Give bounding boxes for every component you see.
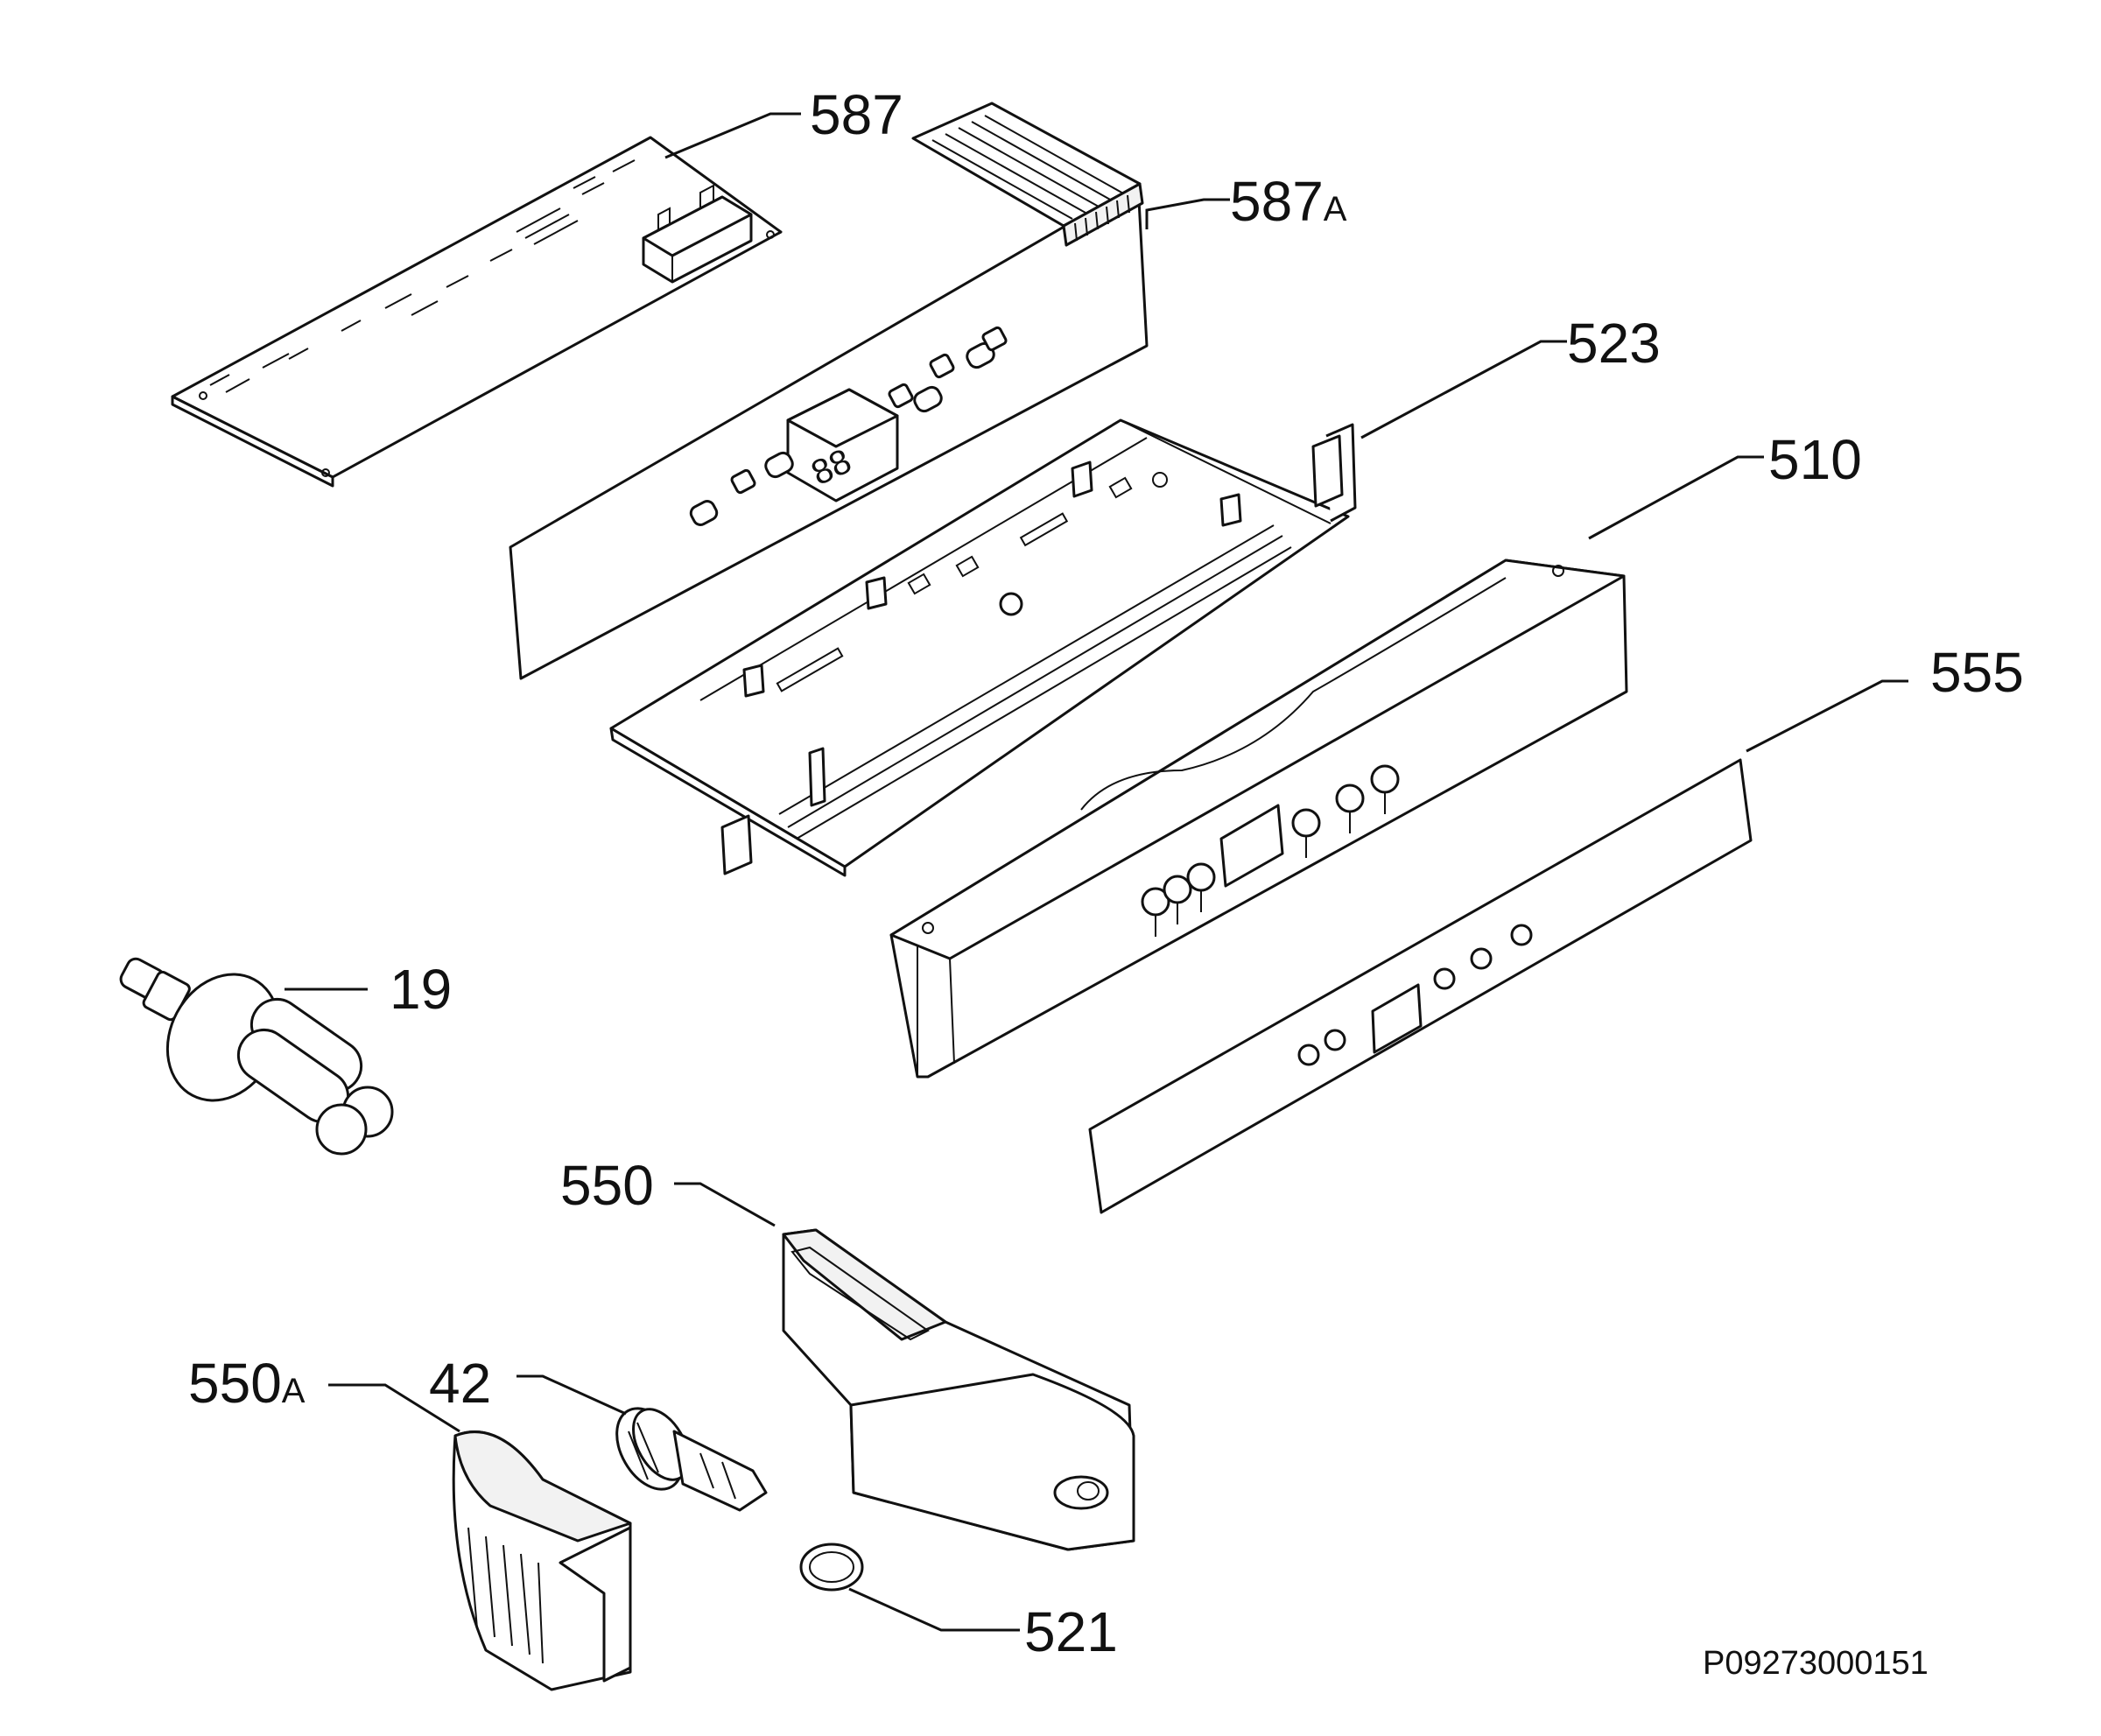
label-587: 587	[810, 83, 903, 146]
part-550-housing	[782, 1228, 1135, 1551]
leader-555	[1746, 679, 1908, 753]
leader-587a	[1145, 198, 1230, 229]
part-587a-display-board: 88	[509, 102, 1149, 680]
label-521: 521	[1024, 1600, 1118, 1663]
part-550a-end-cap	[452, 1430, 632, 1691]
leader-550	[674, 1182, 776, 1227]
drawing-code: P09273000151	[1703, 1645, 1929, 1682]
label-523: 523	[1567, 312, 1661, 375]
leader-523	[1360, 340, 1567, 439]
leader-42	[516, 1374, 627, 1416]
part-521-o-ring	[799, 1543, 864, 1592]
label-550: 550	[560, 1154, 654, 1217]
part-555-fascia	[1088, 758, 1753, 1214]
leader-550a	[328, 1383, 460, 1433]
leader-510	[1588, 455, 1764, 540]
part-42-lamp-holder	[615, 1407, 768, 1512]
label-19: 19	[390, 958, 452, 1021]
part-587-circuit-board	[171, 136, 783, 488]
leader-587	[664, 112, 801, 159]
label-550a: 550A	[188, 1352, 306, 1415]
part-523-frame	[609, 418, 1357, 877]
leader-521	[848, 1587, 1020, 1632]
label-42: 42	[429, 1352, 491, 1415]
label-587a: 587A	[1230, 170, 1347, 233]
part-19-lamp	[119, 957, 394, 1156]
label-510: 510	[1768, 428, 1862, 491]
part-510-control-panel	[889, 559, 1628, 1079]
label-555: 555	[1930, 641, 2024, 704]
